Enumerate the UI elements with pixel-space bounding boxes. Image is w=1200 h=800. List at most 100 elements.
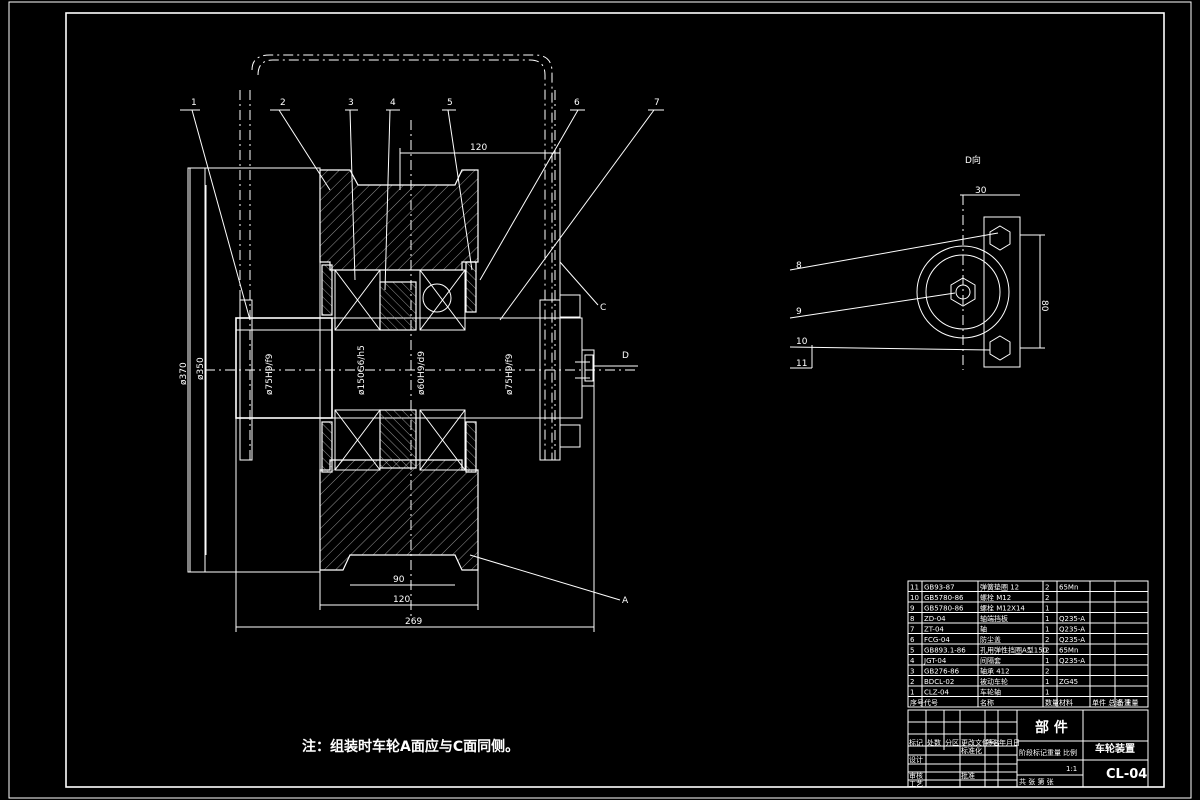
bom-cell-code: GB5780-86 xyxy=(924,594,964,602)
balloon-11: 11 xyxy=(796,359,807,369)
label-c: C xyxy=(600,303,606,313)
title-tb-mark: 标记 xyxy=(909,738,923,747)
balloon-7: 7 xyxy=(654,98,660,108)
label-a: A xyxy=(622,596,629,606)
bom-cell-code: GB893.1-86 xyxy=(924,647,966,655)
fit-1: ø75H9/f9 xyxy=(265,353,275,395)
d-view-title: D向 xyxy=(965,154,981,166)
title-tb-sign: 签名 xyxy=(986,738,1000,747)
bom-cell-qty: 1 xyxy=(1045,605,1049,613)
title-tb-process: 工艺 xyxy=(909,780,923,788)
bom-cell-no: 5 xyxy=(910,647,914,655)
bom-cell-qty: 1 xyxy=(1045,626,1049,634)
bom-cell-mat: Q235-A xyxy=(1059,615,1085,623)
bom-cell-no: 8 xyxy=(910,615,914,623)
bom-cell-qty: 2 xyxy=(1045,636,1049,644)
bom-cell-mat: Q235-A xyxy=(1059,636,1085,644)
dim-269: 269 xyxy=(405,617,422,627)
bom-cell-name: 被动车轮 xyxy=(980,677,1008,686)
bom-header-mat: 材料 xyxy=(1059,698,1073,707)
title-tb-approve: 批准 xyxy=(961,771,975,780)
balloon-5: 5 xyxy=(447,98,453,108)
leader-lines xyxy=(180,109,664,601)
bom-cell-mat: 65Mn xyxy=(1059,584,1078,592)
bom-cell-code: BDCL-02 xyxy=(924,678,954,686)
title-tb-scale: 比例 xyxy=(1063,748,1077,757)
title-tb-audit: 审核 xyxy=(909,771,923,780)
bom-cell-name: 螺栓 M12 xyxy=(980,593,1011,602)
bom-cell-mat: Q235-A xyxy=(1059,626,1085,634)
bom-cell-mat: ZG45 xyxy=(1059,678,1078,686)
balloon-8: 8 xyxy=(796,261,802,271)
balloon-10: 10 xyxy=(796,337,808,347)
balloon-9: 9 xyxy=(796,307,802,317)
title-tb-date: 年月日 xyxy=(999,738,1020,747)
dim-30: 30 xyxy=(975,186,987,196)
bom-cell-no: 11 xyxy=(910,584,919,592)
balloon-4: 4 xyxy=(390,98,396,108)
fit-2: ø150G6/h5 xyxy=(357,345,367,395)
bom-header-remark: 备注 xyxy=(1117,698,1131,707)
bom-header-no: 序号 xyxy=(910,698,924,707)
bom-cell-qty: 2 xyxy=(1045,584,1049,592)
bom-header-qty: 数量 xyxy=(1045,698,1059,707)
bom-cell-qty: 1 xyxy=(1045,689,1049,697)
bom-header-name: 名称 xyxy=(980,698,994,707)
title-tb-design: 设计 xyxy=(909,755,923,764)
bom-cell-qty: 1 xyxy=(1045,678,1049,686)
dimensions xyxy=(189,148,595,632)
title-block: 标记 处数 分区 更改文件号 签名 年月日 设计 标准化 审核 工艺 批准 部 … xyxy=(907,709,1149,788)
bom-cell-no: 3 xyxy=(910,668,914,676)
dim-d370: ø370 xyxy=(179,362,189,385)
bom-header-code: 代号 xyxy=(924,698,938,707)
bom-header-weight: 单件 总计 重量 xyxy=(1092,698,1138,707)
bom-cell-no: 2 xyxy=(910,678,914,686)
dim-top-120: 120 xyxy=(470,143,487,153)
dim-d350: ø350 xyxy=(196,357,206,380)
bom-cell-code: ZD-04 xyxy=(924,615,946,623)
drawing-category: 部 件 xyxy=(1035,719,1068,736)
outer-border xyxy=(8,1,1192,799)
inner-border xyxy=(65,12,1165,788)
bom-cell-code: JGT-04 xyxy=(923,657,947,665)
bom-cell-no: 10 xyxy=(910,594,919,602)
bom-cell-qty: 2 xyxy=(1045,668,1049,676)
balloon-6: 6 xyxy=(574,98,580,108)
bom-cell-name: 螺栓 M12X14 xyxy=(980,604,1025,613)
bom-cell-name: 防尘盖 xyxy=(980,635,1001,644)
drawing-code: CL-04 xyxy=(1106,767,1147,782)
assembly-note: 注：组装时车轮A面应与C面同侧。 xyxy=(302,739,520,755)
balloon-3: 3 xyxy=(348,98,354,108)
title-tb-scale-val: 1:1 xyxy=(1066,765,1077,773)
bom-cell-code: GB5780-86 xyxy=(924,605,964,613)
title-tb-standard: 标准化 xyxy=(961,746,982,755)
bom-cell-code: GB276-86 xyxy=(924,668,960,676)
bom-cell-qty: 2 xyxy=(1045,647,1049,655)
title-tb-change: 更改文件号 xyxy=(961,738,996,747)
bom-cell-no: 7 xyxy=(910,626,914,634)
dim-90: 90 xyxy=(393,575,405,585)
label-d: D xyxy=(622,351,629,361)
bom-cell-no: 1 xyxy=(910,689,914,697)
bom-cell-name: 弹簧垫圈 12 xyxy=(980,583,1019,592)
bom-cell-qty: 1 xyxy=(1045,615,1049,623)
bom-cell-name: 孔用弹性挡圈A型150 xyxy=(980,646,1047,655)
title-tb-stage: 阶段标记 xyxy=(1019,748,1047,757)
title-tb-weight: 重量 xyxy=(1047,749,1061,757)
title-tb-zone: 分区 xyxy=(945,738,959,747)
bom-cell-code: ZT-04 xyxy=(924,626,944,634)
bom-cell-no: 4 xyxy=(910,657,915,665)
bom-cell-qty: 2 xyxy=(1045,594,1049,602)
bom-cell-name: 轴 xyxy=(980,625,987,634)
bom-cell-name: 轴端挡板 xyxy=(980,614,1008,623)
bom-cell-name: 间隔套 xyxy=(980,656,1001,665)
bom-cell-code: CLZ-04 xyxy=(924,689,949,697)
bom-cell-mat: 65Mn xyxy=(1059,647,1078,655)
d-view: D向 30 80 8 9 10 11 xyxy=(789,154,1049,370)
fit-3: ø60H9/d9 xyxy=(417,351,427,395)
balloon-1: 1 xyxy=(191,98,197,108)
bom-cell-name: 轴承 412 xyxy=(980,667,1010,676)
drawing-name: 车轮装置 xyxy=(1095,742,1135,755)
